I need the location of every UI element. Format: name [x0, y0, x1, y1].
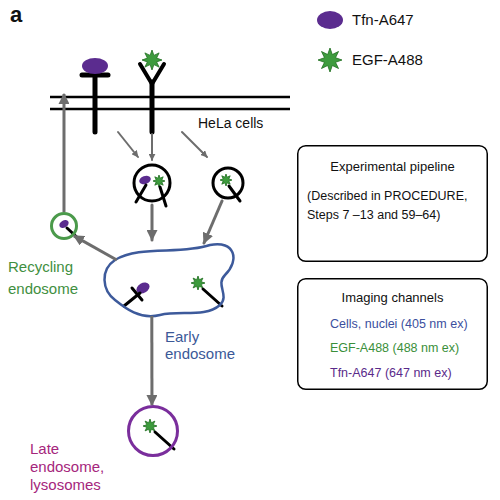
node-heading: HeLa cells [198, 114, 288, 132]
receptor-stalk [229, 186, 240, 201]
receptor-stalk [203, 289, 222, 306]
cell-membrane-outline [50, 94, 290, 112]
early-endosome: Early endosome [100, 240, 240, 320]
receptor-stalk [136, 185, 146, 202]
egf-receptor-stem [150, 82, 155, 132]
node-heading: Late endosome, lysosomes [30, 440, 112, 494]
node-text: EGF-A488 (488 nm ex) [330, 340, 486, 356]
pipeline-box: Experimental pipeline (Described in PROCE… [297, 145, 488, 262]
node-text: (Described in PROCEDURE, Steps 7 –13 and… [307, 187, 477, 225]
membrane-line [50, 108, 290, 111]
egf-ligand [153, 175, 165, 187]
trafficking-arrow [151, 205, 154, 240]
node-heading: Experimental pipeline [297, 159, 488, 175]
late-endosome: Late endosome, lysosomes [127, 405, 179, 457]
egf-ligand [142, 50, 162, 70]
egf-ligand [220, 174, 232, 186]
legend-ellipse-sample [317, 11, 343, 29]
node-heading: Imaging channels [297, 290, 488, 306]
legend-text: EGF-A488 [352, 51, 423, 68]
endosome-outline [52, 214, 77, 239]
node-heading: Recycling endosome [8, 256, 93, 300]
endocytosis-arrow [151, 134, 153, 160]
legend-text: Tfn-A647 [352, 11, 414, 28]
box-outline [298, 146, 488, 262]
tfn-receptor-stem [93, 76, 98, 132]
node-text: Cells, nuclei (405 nm ex) [330, 316, 486, 332]
receptor-bar [132, 288, 142, 300]
cell-membrane: HeLa cells [50, 94, 290, 112]
endosome-outline [104, 244, 233, 316]
membrane-line [50, 96, 290, 99]
trafficking-arrow [62, 94, 65, 212]
transferrin-ligand [82, 58, 108, 74]
imaging-channels-box: Imaging channelsCells, nuclei (405 nm ex… [297, 278, 488, 390]
recycling-endosome-outline [50, 212, 78, 240]
early-endosome-outline [100, 240, 240, 320]
receptor-stalk [160, 187, 166, 206]
trafficking-arrow [204, 201, 222, 243]
trafficking-arrow [74, 236, 117, 260]
legend-star-sample [318, 48, 342, 72]
endocytosis-arrow [118, 132, 138, 157]
late-endosome-outline [127, 405, 179, 457]
node-text: Tfn-A647 (647 nm ex) [330, 365, 486, 381]
endosome-outline [129, 407, 178, 456]
endocytosis-arrow [182, 132, 207, 157]
box-outline [298, 279, 488, 390]
panel-letter: a [10, 2, 22, 28]
vesicle [213, 168, 243, 198]
vesicle [134, 165, 170, 201]
trafficking-arrow [150, 316, 153, 405]
node-heading: Early endosome [165, 328, 250, 362]
recycling-endosome: Recycling endosome [50, 212, 78, 240]
